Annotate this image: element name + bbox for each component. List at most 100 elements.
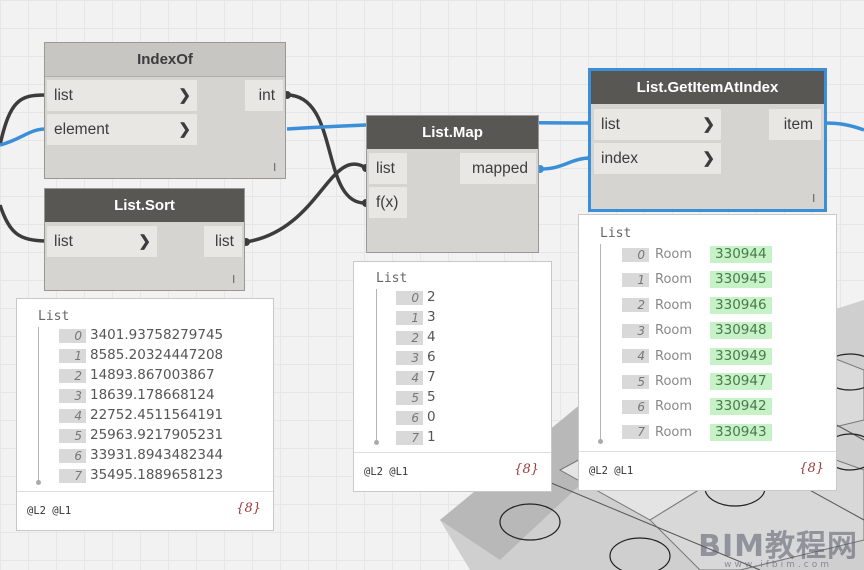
map-list-port[interactable]: list — [369, 153, 407, 184]
item-count: {8} — [799, 461, 824, 476]
element-category-label: Room — [655, 247, 693, 262]
list-index: 0 — [59, 328, 86, 343]
list-index: 7 — [396, 430, 423, 445]
list-getitematindex-node[interactable]: List.GetItemAtIndex list ❯ index ❯ item … — [588, 68, 827, 212]
list-value: 6 — [427, 349, 436, 365]
indexof-int-output[interactable]: int — [245, 80, 283, 111]
sort-list-output[interactable]: list — [204, 226, 242, 257]
list-value: 4 — [427, 329, 436, 345]
list-index: 6 — [622, 399, 649, 414]
indexof-list-port[interactable]: list ❯ — [47, 80, 197, 111]
list-index: 4 — [59, 408, 86, 423]
element-id-link[interactable]: 330946 — [710, 296, 772, 314]
list-tree-line — [600, 244, 601, 441]
list-tree-line — [376, 289, 377, 442]
list-levels[interactable]: @L2 @L1 — [27, 505, 72, 517]
list-value: 18639.178668124 — [90, 387, 215, 403]
wire-left-to-indexof-list — [0, 93, 46, 146]
sort-list-port-label: list — [54, 233, 73, 250]
element-id-link[interactable]: 330944 — [710, 246, 772, 263]
element-id-link[interactable]: 330949 — [710, 347, 772, 365]
watermark-main: BIM教程网 — [698, 529, 858, 564]
item-count: {8} — [514, 462, 539, 477]
getitem-list-port[interactable]: list ❯ — [594, 109, 721, 140]
indexof-node[interactable]: IndexOf list ❯ element ❯ int l — [44, 42, 286, 179]
chevron-right-icon: ❯ — [702, 150, 715, 167]
list-item: 0 Room 330944 — [622, 246, 772, 263]
element-id-link[interactable]: 330948 — [710, 322, 772, 340]
lacing-indicator: l — [273, 162, 276, 174]
indexof-element-port[interactable]: element ❯ — [47, 114, 197, 145]
site-watermark-logo: BIM教程网 www.ifbim.com — [698, 521, 858, 570]
list-value: 3401.93758279745 — [90, 327, 224, 343]
list-item: 5 Room 330947 — [622, 373, 772, 390]
element-category-label: Room — [655, 374, 693, 389]
list-index: 2 — [396, 330, 423, 345]
wire-left-to-sort-list — [0, 204, 46, 243]
list-index: 5 — [396, 390, 423, 405]
list-index: 3 — [59, 388, 86, 403]
list-index: 5 — [59, 428, 86, 443]
list-sort-node[interactable]: List.Sort list ❯ list l — [44, 188, 245, 291]
list-value: 2 — [427, 289, 436, 305]
getitem-list-port-label: list — [601, 116, 620, 133]
list-value: 1 — [427, 429, 436, 445]
map-f-port-label: f(x) — [376, 194, 399, 211]
list-levels[interactable]: @L2 @L1 — [589, 465, 634, 477]
list-getitematindex-node-title[interactable]: List.GetItemAtIndex — [591, 71, 824, 104]
indexof-int-output-label: int — [258, 87, 275, 104]
list-index: 6 — [396, 410, 423, 425]
list-map-node[interactable]: List.Map list f(x) mapped — [366, 115, 539, 253]
list-value: 8585.20324447208 — [90, 347, 224, 363]
preview-footer: @L2 @L1 {8} — [579, 451, 836, 490]
chevron-right-icon: ❯ — [138, 233, 151, 250]
lacing-indicator: l — [232, 274, 235, 286]
wire-int-to-map-f — [286, 93, 367, 205]
list-levels[interactable]: @L2 @L1 — [364, 466, 409, 478]
getitem-item-output[interactable]: item — [769, 109, 821, 140]
chevron-right-icon: ❯ — [178, 121, 191, 138]
list-item: 3 18639.178668124 — [59, 387, 215, 404]
list-index: 7 — [59, 468, 86, 483]
wire-mapped-to-getitem-index — [539, 156, 592, 171]
preview-list-title: List — [600, 226, 632, 241]
map-mapped-output-label: mapped — [471, 160, 528, 177]
element-id-link[interactable]: 330945 — [710, 271, 772, 289]
element-id-link[interactable]: 330943 — [710, 423, 772, 441]
list-tree-end-dot — [598, 439, 603, 444]
element-category-label: Room — [655, 348, 693, 364]
list-value: 7 — [427, 369, 436, 385]
preview-list-title: List — [376, 271, 408, 286]
list-index: 0 — [622, 247, 649, 262]
map-mapped-output[interactable]: mapped — [460, 153, 536, 184]
list-map-node-title[interactable]: List.Map — [367, 116, 538, 149]
list-sort-node-title[interactable]: List.Sort — [45, 189, 244, 222]
list-tree-end-dot — [374, 440, 379, 445]
list-value: 5 — [427, 389, 436, 405]
element-id-link[interactable]: 330942 — [710, 398, 772, 416]
item-count: {8} — [236, 501, 261, 516]
list-index: 0 — [396, 290, 423, 305]
list-index: 5 — [622, 374, 649, 389]
map-f-port[interactable]: f(x) — [369, 187, 407, 218]
element-category-label: Room — [655, 323, 693, 339]
list-index: 4 — [396, 370, 423, 385]
list-index: 4 — [622, 349, 649, 364]
sort-list-port[interactable]: list ❯ — [47, 226, 157, 257]
getitem-item-output-label: item — [783, 116, 813, 133]
indexof-node-title[interactable]: IndexOf — [45, 43, 285, 77]
getitem-index-port[interactable]: index ❯ — [594, 143, 721, 174]
element-id-link[interactable]: 330947 — [710, 373, 772, 390]
